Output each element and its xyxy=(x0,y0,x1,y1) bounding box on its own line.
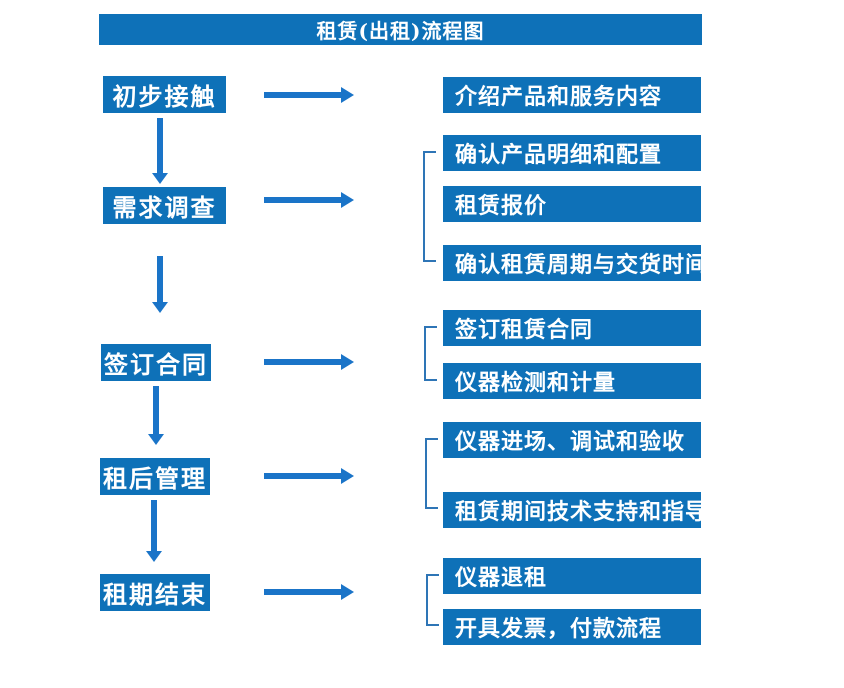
detail-box-instrument-test: 仪器检测和计量 xyxy=(443,363,701,399)
arrow-head xyxy=(341,192,354,208)
step-box-sign-contract: 签订合同 xyxy=(101,344,211,381)
arrow-head xyxy=(341,468,354,484)
detail-box-instrument-entry: 仪器进场、调试和验收 xyxy=(443,422,701,458)
arrow-head xyxy=(341,87,354,103)
arrow-head xyxy=(152,302,168,313)
bracket-icon-group-5 xyxy=(426,574,439,626)
arrow-head xyxy=(148,434,164,445)
detail-box-confirm-period: 确认租赁周期与交货时间 xyxy=(443,245,707,281)
detail-box-invoice-payment: 开具发票，付款流程 xyxy=(443,609,701,645)
arrow-right-icon-3 xyxy=(264,354,354,370)
arrow-stem xyxy=(157,256,163,303)
step-box-rental-end: 租期结束 xyxy=(100,574,210,611)
arrow-stem xyxy=(264,473,343,479)
arrow-stem xyxy=(264,589,343,595)
arrow-head xyxy=(341,354,354,370)
arrow-head xyxy=(341,584,354,600)
arrow-right-icon-1 xyxy=(264,87,354,103)
arrow-head xyxy=(152,173,168,184)
bracket-icon-group-3 xyxy=(424,326,437,381)
detail-box-instrument-return: 仪器退租 xyxy=(443,558,701,594)
bracket-icon-group-4 xyxy=(425,438,438,509)
arrow-stem xyxy=(153,386,159,435)
step-box-initial-contact: 初步接触 xyxy=(103,76,226,113)
arrow-stem xyxy=(264,92,343,98)
detail-box-tech-support: 租赁期间技术支持和指导 xyxy=(443,492,707,528)
step-box-post-rental-mgmt: 租后管理 xyxy=(100,458,210,495)
title-bar: 租赁(出租)流程图 xyxy=(99,14,702,45)
detail-box-rental-quote: 租赁报价 xyxy=(443,186,701,222)
step-box-demand-survey: 需求调查 xyxy=(103,187,226,224)
arrow-down-icon-2 xyxy=(152,256,168,313)
arrow-down-icon-3 xyxy=(148,386,164,445)
arrow-down-icon-1 xyxy=(152,118,168,184)
page-title: 租赁(出租)流程图 xyxy=(316,19,485,43)
arrow-stem xyxy=(157,118,163,174)
arrow-stem xyxy=(151,500,157,552)
detail-box-intro-products: 介绍产品和服务内容 xyxy=(443,77,701,113)
arrow-stem xyxy=(264,359,343,365)
detail-box-sign-lease: 签订租赁合同 xyxy=(443,310,701,346)
arrow-down-icon-4 xyxy=(146,500,162,562)
arrow-head xyxy=(146,551,162,562)
arrow-right-icon-5 xyxy=(264,584,354,600)
detail-box-confirm-config: 确认产品明细和配置 xyxy=(443,135,701,171)
arrow-stem xyxy=(264,197,343,203)
bracket-icon-group-2 xyxy=(423,151,436,262)
arrow-right-icon-4 xyxy=(264,468,354,484)
arrow-right-icon-2 xyxy=(264,192,354,208)
